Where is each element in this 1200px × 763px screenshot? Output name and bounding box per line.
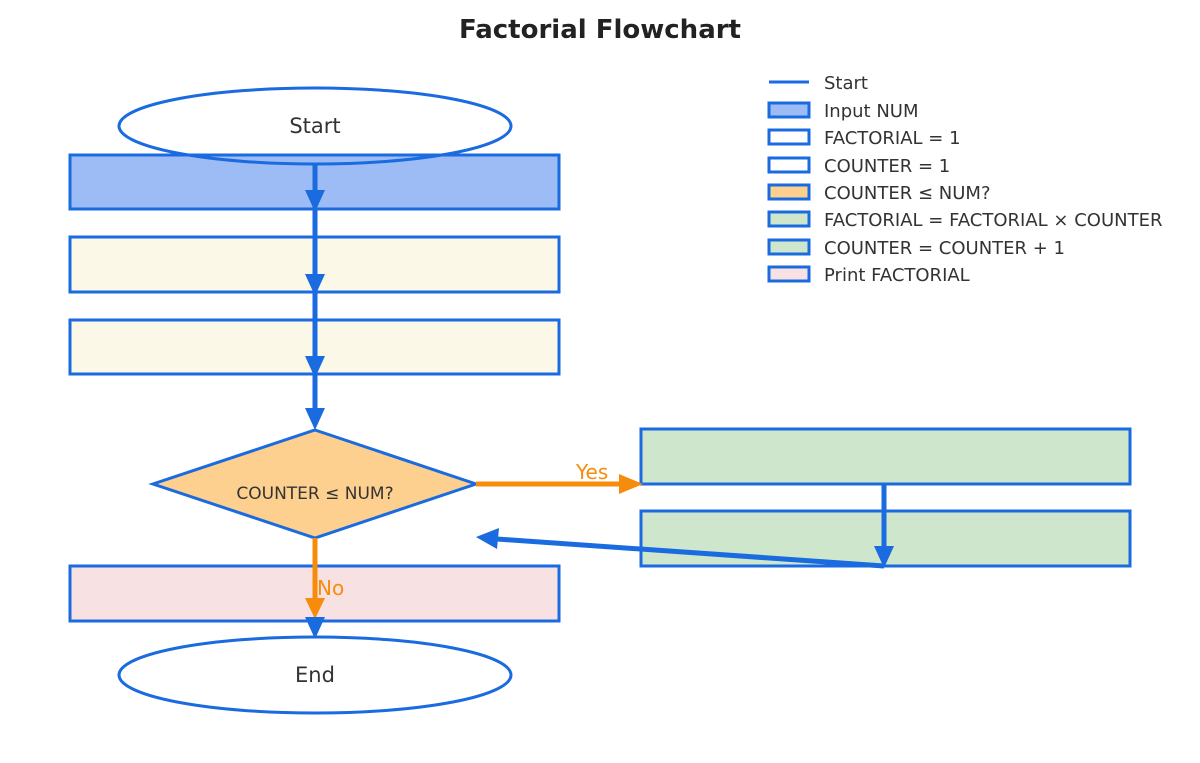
- decision-label: COUNTER ≤ NUM?: [236, 484, 393, 504]
- flow-no-branch: No: [305, 538, 344, 619]
- legend-box-swatch: [767, 128, 811, 146]
- trunk-arrowhead-1: [305, 190, 325, 212]
- flow-loop-down: [874, 484, 894, 568]
- legend-box-swatch: [767, 210, 811, 228]
- start-label: Start: [289, 114, 340, 138]
- legend-box-swatch: [767, 101, 811, 119]
- node-decision: COUNTER ≤ NUM?: [148, 428, 481, 540]
- print-to-end-arrowhead: [305, 617, 325, 639]
- flow-print-to-end: [305, 617, 325, 639]
- trunk-arrowhead-4: [305, 408, 325, 430]
- legend-label: COUNTER = 1: [824, 156, 950, 177]
- legend-label: FACTORIAL = FACTORIAL × COUNTER: [824, 210, 1162, 231]
- node-start: Start: [117, 86, 513, 166]
- loop-down-arrowhead: [874, 546, 894, 568]
- legend-label: Input NUM: [824, 101, 919, 122]
- node-end: End: [117, 635, 513, 715]
- no-edge-label: No: [317, 576, 344, 600]
- legend-item: COUNTER ≤ NUM?: [767, 183, 991, 204]
- legend-label: Print FACTORIAL: [824, 265, 970, 286]
- trunk-arrowhead-2: [305, 274, 325, 296]
- legend-item: Print FACTORIAL: [767, 265, 970, 286]
- legend-item: Input NUM: [767, 101, 919, 122]
- no-branch-arrowhead: [305, 598, 325, 619]
- legend-label: COUNTER = COUNTER + 1: [824, 238, 1065, 259]
- legend-box-swatch: [767, 156, 811, 174]
- legend: Start Input NUM FACTORIAL = 1 COUNTER = …: [767, 73, 1162, 286]
- legend-item: Start: [769, 73, 868, 94]
- diagram-title: Factorial Flowchart: [459, 15, 741, 45]
- legend-item: COUNTER = COUNTER + 1: [767, 238, 1065, 259]
- trunk-arrowhead-3: [305, 356, 325, 378]
- legend-label: Start: [824, 73, 868, 94]
- yes-branch-arrowhead: [619, 474, 643, 494]
- flow-main-trunk: [305, 164, 325, 430]
- yes-edge-label: Yes: [575, 460, 608, 484]
- legend-label: COUNTER ≤ NUM?: [824, 183, 991, 204]
- loop-back-arrowhead: [476, 528, 499, 549]
- legend-item: COUNTER = 1: [767, 156, 950, 177]
- legend-box-swatch: [767, 265, 811, 283]
- loop-back-line: [496, 536, 885, 569]
- legend-label: FACTORIAL = 1: [824, 128, 961, 149]
- multiply-box: [639, 427, 1132, 486]
- node-multiply: [639, 427, 1132, 486]
- flow-loop-back: [476, 528, 885, 569]
- legend-item: FACTORIAL = 1: [767, 128, 961, 149]
- legend-item: FACTORIAL = FACTORIAL × COUNTER: [767, 210, 1162, 231]
- legend-box-swatch: [767, 183, 811, 201]
- end-label: End: [295, 663, 335, 687]
- flow-yes-branch: Yes: [476, 460, 643, 494]
- legend-box-swatch: [767, 238, 811, 256]
